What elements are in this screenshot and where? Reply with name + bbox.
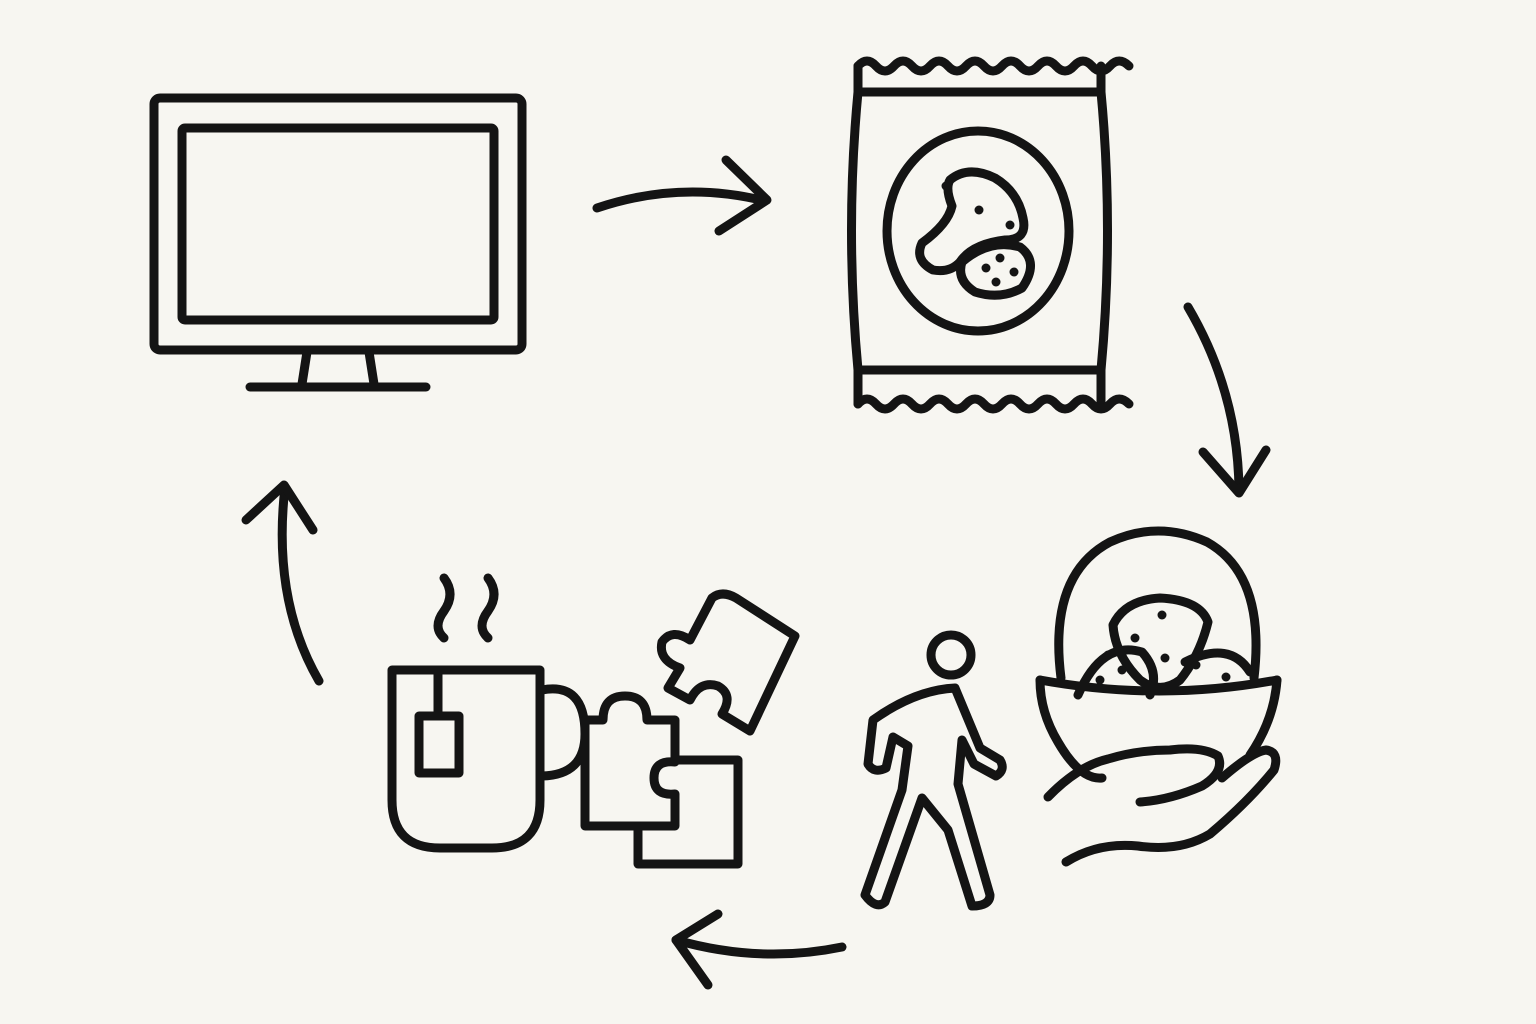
arrow-snack-to-basket: [1183, 302, 1271, 498]
arrow-monitor-to-snack: [592, 155, 772, 236]
walking-person-icon: [860, 630, 1007, 911]
arrow-person-to-mug: [671, 909, 847, 990]
arrow-mug-to-monitor: [241, 480, 324, 686]
monitor-icon: [149, 93, 527, 392]
basket-in-hand-icon: [1035, 526, 1282, 867]
puzzle-pieces-icon: [580, 589, 800, 869]
tea-mug-icon: [387, 573, 590, 853]
snack-bag-icon: [847, 56, 1134, 414]
